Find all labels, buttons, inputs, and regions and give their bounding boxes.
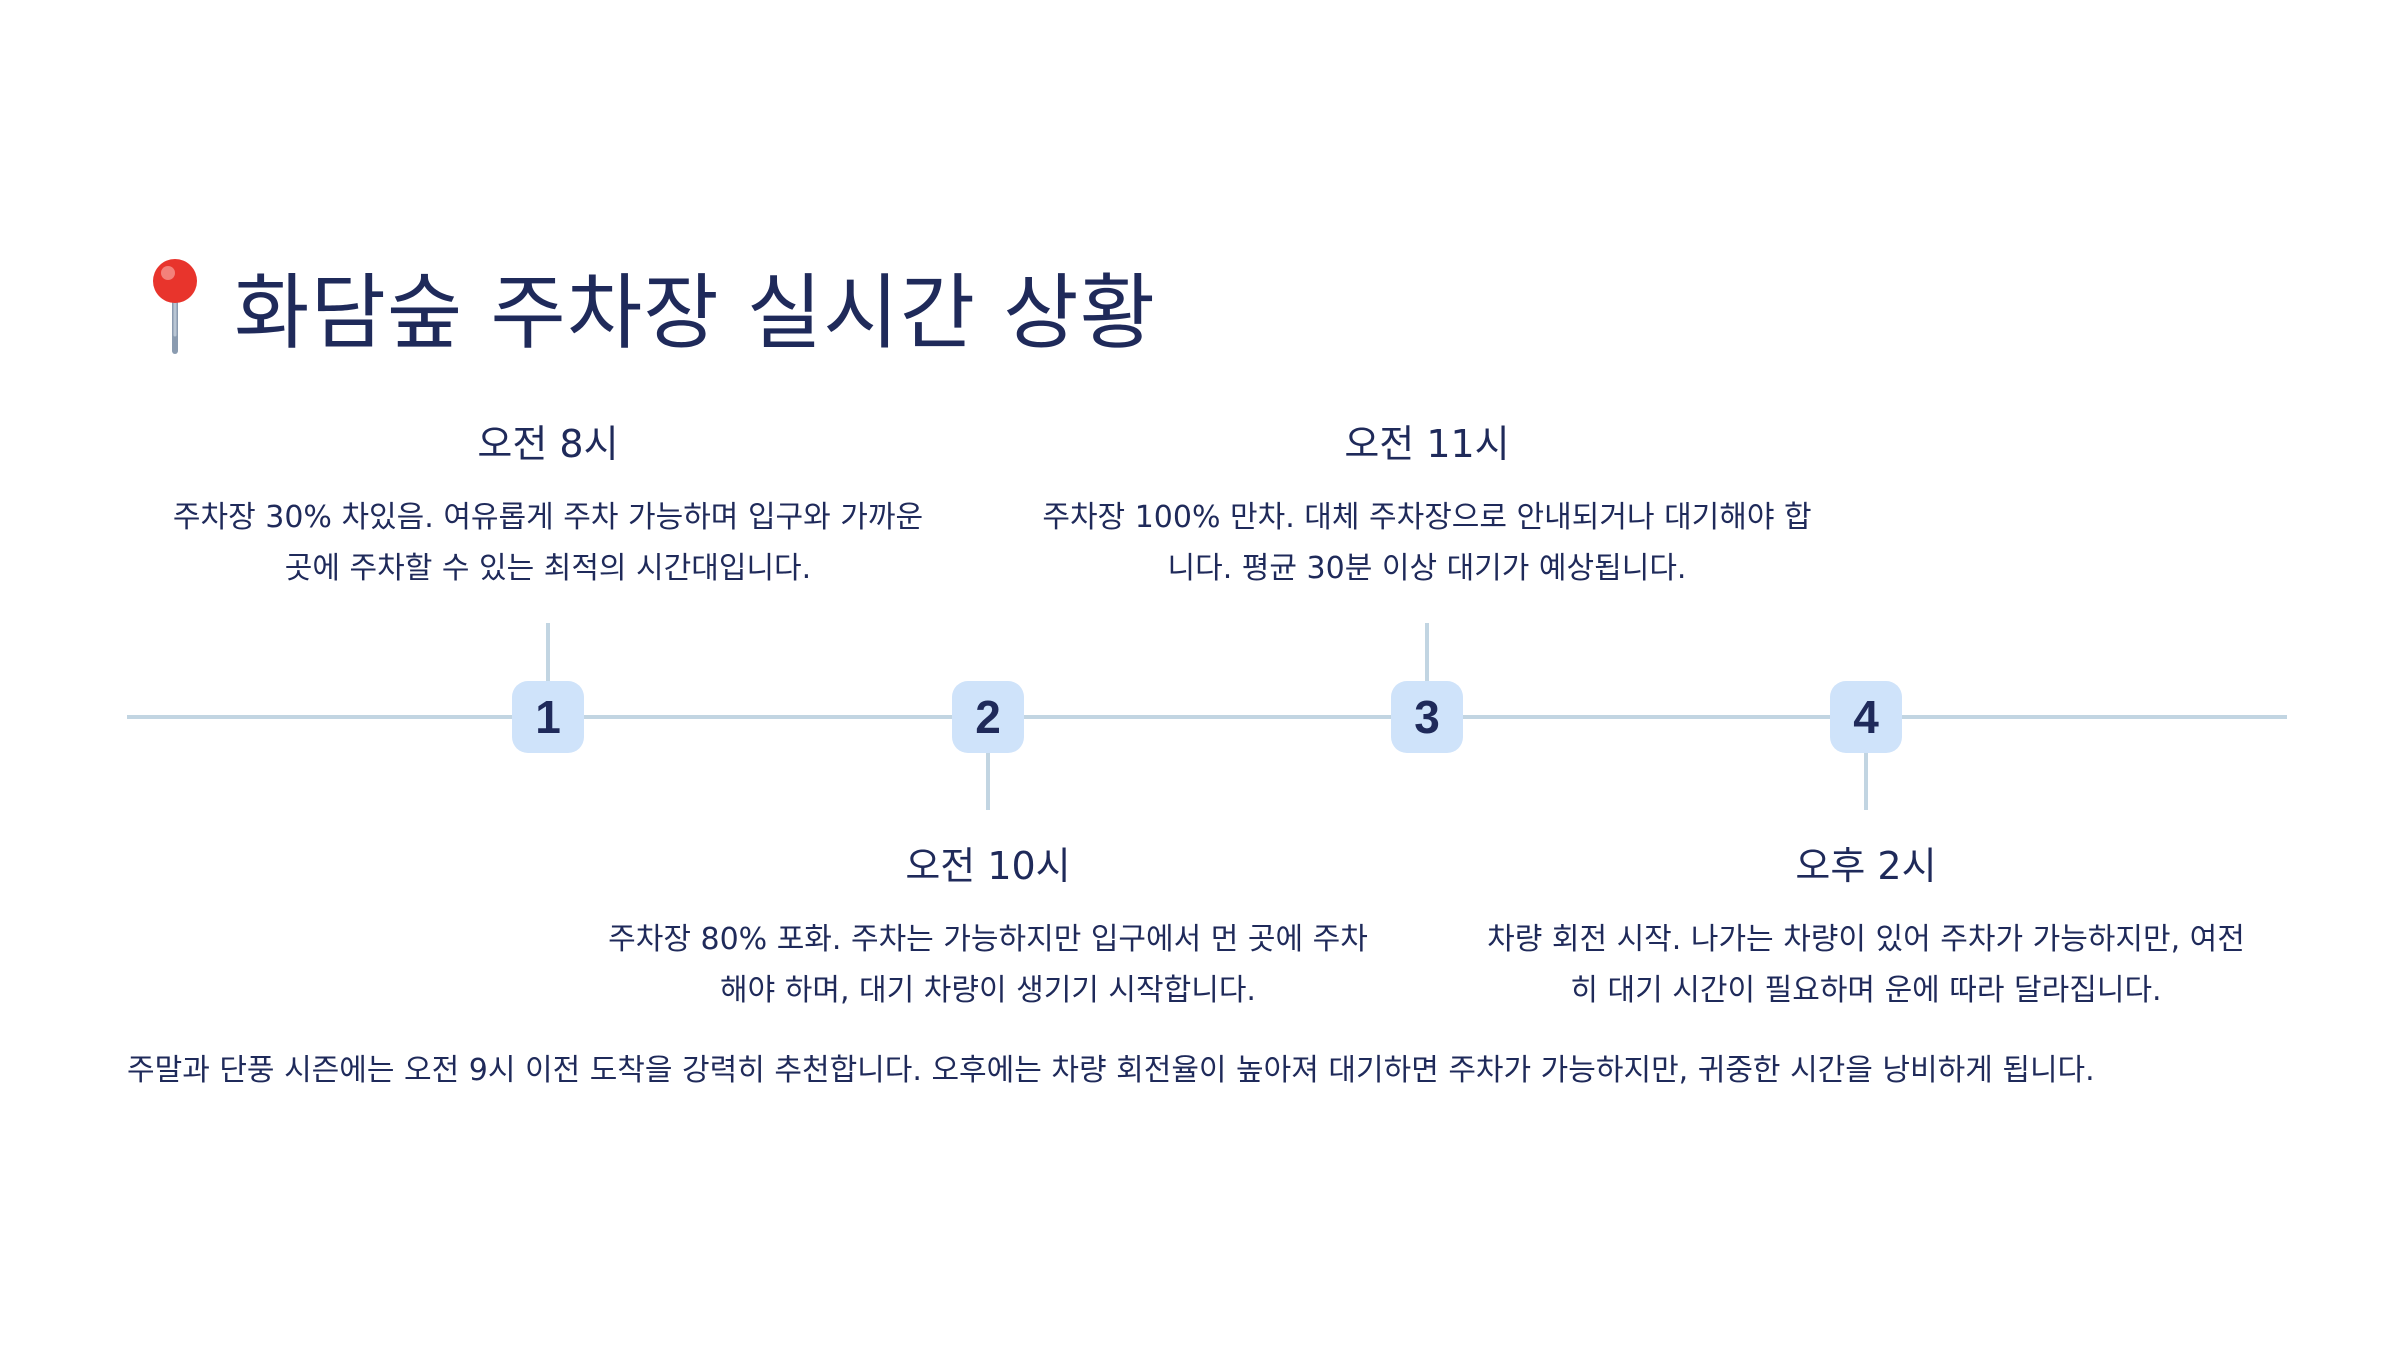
title-row: 화담숲 주차장 실시간 상황 [130, 250, 1156, 361]
connector-step-2 [986, 752, 990, 810]
connector-step-3 [1425, 623, 1429, 681]
timeline-event-1: 오전 8시 주차장 30% 차있음. 여유롭게 주차 가능하며 입구와 가까운 … [158, 420, 938, 594]
timeline-event-3: 오전 11시 주차장 100% 만차. 대체 주차장으로 안내되거나 대기해야 … [1037, 420, 1817, 594]
step-marker-4: 4 [1830, 681, 1902, 753]
step-marker-1: 1 [512, 681, 584, 753]
timeline-event-2: 오전 10시 주차장 80% 포화. 주차는 가능하지만 입구에서 먼 곳에 주… [598, 842, 1378, 1016]
event-time: 오전 11시 [1344, 422, 1510, 466]
timeline-event-4: 오후 2시 차량 회전 시작. 나가는 차량이 있어 주차가 가능하지만, 여전… [1476, 842, 2256, 1016]
event-description: 주차장 30% 차있음. 여유롭게 주차 가능하며 입구와 가까운 곳에 주차할… [172, 500, 924, 586]
footer-note: 주말과 단풍 시즌에는 오전 9시 이전 도착을 강력히 추천합니다. 오후에는… [127, 1053, 2095, 1088]
event-time: 오전 8시 [477, 422, 619, 466]
page-title: 화담숲 주차장 실시간 상황 [234, 265, 1157, 361]
step-marker-2: 2 [952, 681, 1024, 753]
timeline-axis [127, 715, 2287, 719]
step-marker-3: 3 [1391, 681, 1463, 753]
event-time: 오후 2시 [1795, 844, 1937, 888]
connector-step-1 [546, 623, 550, 681]
connector-step-4 [1864, 752, 1868, 810]
event-description: 주차장 100% 만차. 대체 주차장으로 안내되거나 대기해야 합니다. 평균… [1042, 500, 1812, 586]
round-pushpin-icon [153, 259, 197, 354]
event-description: 주차장 80% 포화. 주차는 가능하지만 입구에서 먼 곳에 주차해야 하며,… [608, 922, 1368, 1008]
event-description: 차량 회전 시작. 나가는 차량이 있어 주차가 가능하지만, 여전히 대기 시… [1487, 922, 2245, 1008]
event-time: 오전 10시 [905, 844, 1071, 888]
